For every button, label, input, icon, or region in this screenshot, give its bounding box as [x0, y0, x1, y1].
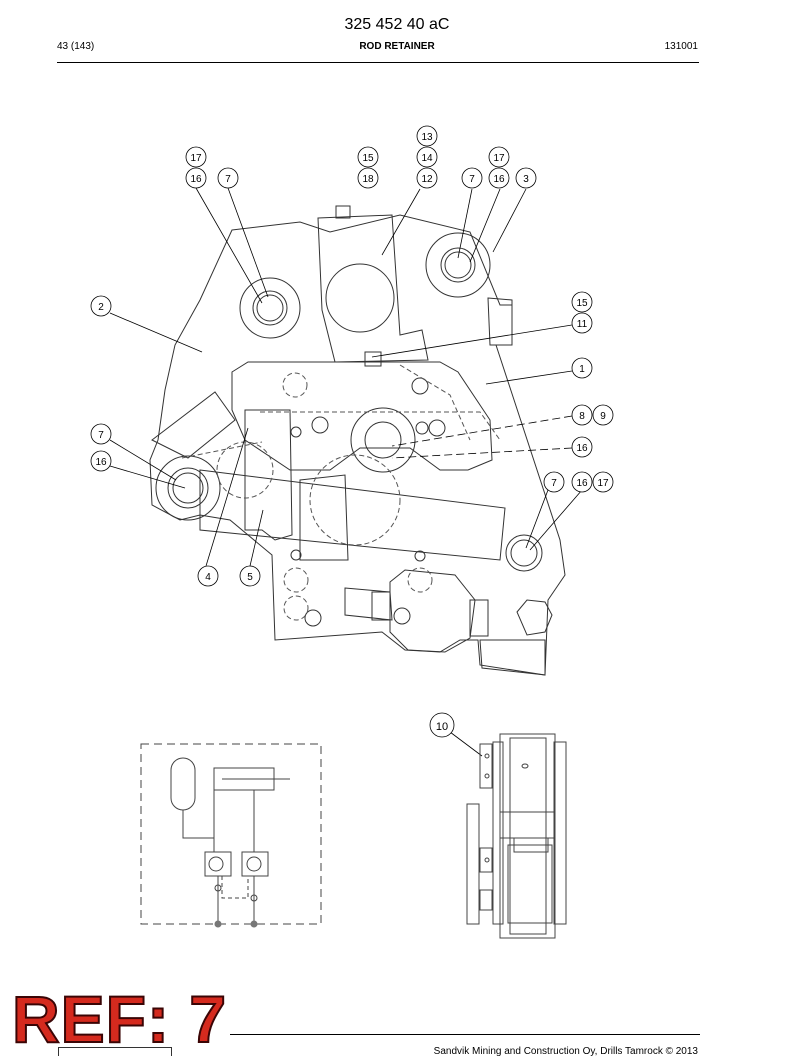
accumulator-symbol: [170, 757, 196, 811]
callout-15: 15: [362, 153, 374, 164]
side-view-drawing: [466, 733, 567, 939]
center-bore: [350, 407, 416, 473]
section-title: ROD RETAINER: [359, 41, 435, 52]
callout-17: 17: [493, 153, 505, 164]
callout-11: 11: [577, 319, 588, 330]
callout-7: 7: [225, 174, 231, 185]
callout-14: 14: [421, 153, 433, 164]
callout-8: 8: [579, 411, 585, 422]
slot-lower: [299, 474, 349, 561]
rod-clamp-bore: [325, 263, 395, 333]
bushing-right: [505, 534, 543, 572]
bushing-top-left: [239, 277, 301, 339]
header-rule: [57, 62, 699, 63]
callout-1: 1: [579, 364, 585, 375]
cap-plate: [479, 639, 546, 676]
check-valve-right: [241, 851, 269, 877]
callout-17: 17: [597, 478, 609, 489]
callout-5: 5: [247, 572, 253, 583]
company-logo: [58, 1047, 172, 1056]
callout-7: 7: [98, 430, 104, 441]
callout-9: 9: [600, 411, 606, 422]
callout-10: 10: [436, 721, 448, 733]
callout-17: 17: [190, 153, 202, 164]
date-code: 131001: [664, 41, 698, 52]
copyright-text: Sandvik Mining and Construction Oy, Dril…: [433, 1046, 698, 1057]
bushing-left: [155, 455, 221, 521]
callout-3: 3: [523, 174, 529, 185]
callout-13: 13: [421, 132, 433, 143]
document-number: 325 452 40 aC: [344, 16, 450, 33]
page-number: 43 (143): [57, 41, 95, 52]
callout-4: 4: [205, 572, 211, 583]
callout-7: 7: [469, 174, 475, 185]
bushing-top-right: [425, 232, 491, 298]
callout-16: 16: [493, 174, 505, 185]
side-plate-left: [151, 391, 236, 459]
callout-12: 12: [421, 174, 433, 185]
callout-16: 16: [95, 457, 107, 468]
callout-7: 7: [551, 478, 557, 489]
callout-16: 16: [190, 174, 202, 185]
callout-2: 2: [98, 302, 104, 313]
valve-block: [389, 569, 476, 653]
inner-plate: [231, 361, 493, 471]
callout-16: 16: [576, 478, 588, 489]
block-right: [487, 297, 513, 346]
hex-nut-lower-right: [516, 599, 553, 636]
reference-stamp: REF: 7: [11, 982, 228, 1056]
frame-outline: [149, 214, 566, 676]
callout-15: 15: [576, 298, 588, 309]
callout-balloon: [416, 125, 438, 147]
callout-18: 18: [362, 174, 374, 185]
cylinder-arm: [244, 409, 293, 541]
callout-16: 16: [576, 443, 588, 454]
footer-rule: [230, 1034, 700, 1035]
hydraulic-schematic: [140, 743, 322, 925]
bracket-top: [317, 214, 429, 363]
cylinder-body: [199, 469, 506, 561]
lower-bar: [344, 587, 393, 621]
